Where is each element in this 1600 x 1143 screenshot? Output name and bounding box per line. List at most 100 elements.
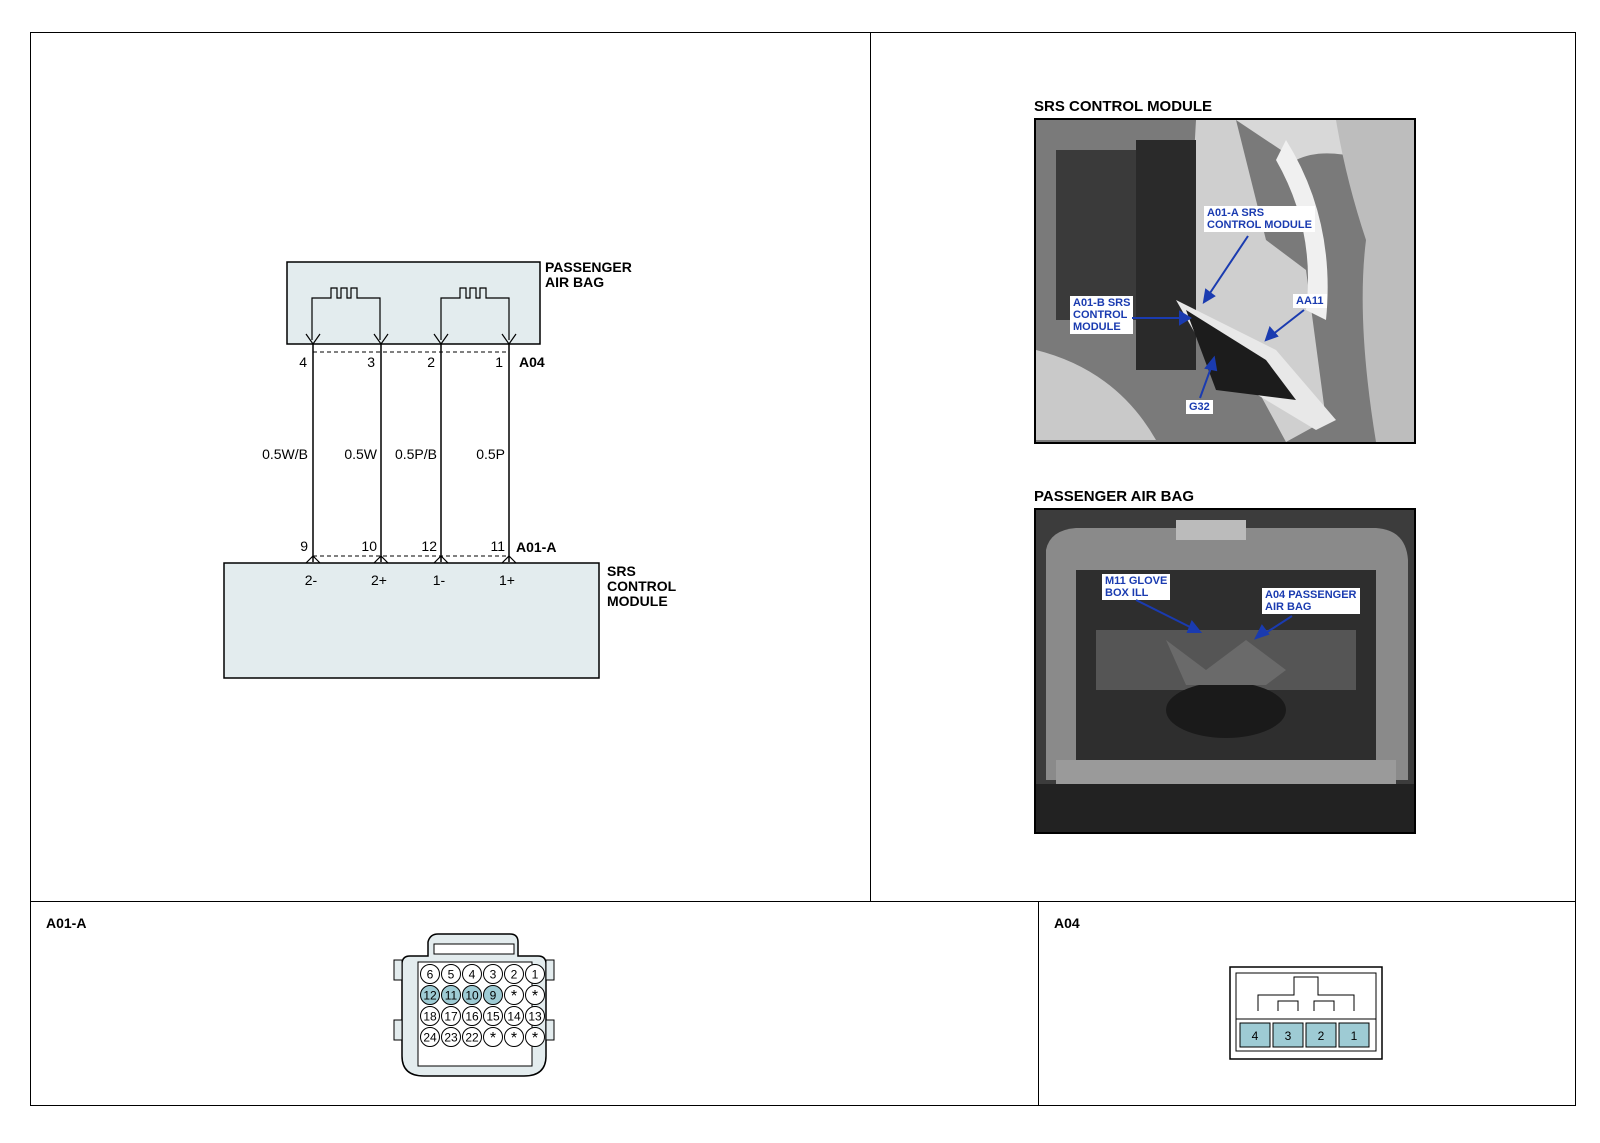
a01a-pin-label: 3	[490, 968, 497, 982]
a01a-pin-label: 22	[465, 1031, 479, 1045]
a01a-pin-label: 9	[490, 989, 497, 1003]
divider-vertical	[870, 32, 871, 901]
a01a-pin-cell	[462, 1006, 482, 1026]
callout-g32: G32	[1186, 400, 1213, 414]
squib-symbol-right	[440, 287, 510, 340]
wire-color-1: 0.5W/B	[262, 446, 308, 462]
a01a-pin-label: 15	[486, 1010, 500, 1024]
a01a-pin-label: 4	[469, 968, 476, 982]
a01a-pin-cell	[525, 985, 545, 1005]
wire-color-2: 0.5W	[344, 446, 377, 462]
a01a-pin-cell	[441, 1006, 461, 1026]
top-component-label-2: AIR BAG	[545, 274, 604, 290]
a01a-pin-label: *	[532, 988, 538, 1005]
a01a-pin-label: 24	[423, 1031, 437, 1045]
bottom-component-label-2: CONTROL	[607, 578, 677, 594]
a01a-pin-label: 13	[528, 1010, 542, 1024]
a01a-pin-cell	[483, 964, 503, 984]
signal-label-2: 2+	[371, 572, 387, 588]
a01a-pin-cell	[441, 1027, 461, 1047]
page-frame	[30, 32, 1576, 1106]
a04-pin-cell	[1338, 1022, 1370, 1048]
callout-aa11: AA11	[1293, 294, 1327, 308]
a01a-pin-label: 14	[507, 1010, 521, 1024]
a04-pin-label: 1	[1351, 1029, 1358, 1043]
a04-pin-cell	[1239, 1022, 1271, 1048]
a01a-pin-label: *	[532, 1030, 538, 1047]
bottom-pin-3: 12	[421, 538, 437, 554]
a01a-pin-label: 17	[444, 1010, 458, 1024]
bottom-pin-chevrons	[305, 555, 517, 564]
airbag-callout-arrows	[1135, 599, 1293, 640]
a01a-pin-label: 23	[444, 1031, 458, 1045]
a01a-pin-cell	[420, 1027, 440, 1047]
a01a-pin-label: 6	[427, 968, 434, 982]
bottom-pin-4: 11	[490, 538, 505, 554]
a01a-pin-cell	[441, 964, 461, 984]
a01a-pin-label: 16	[465, 1010, 479, 1024]
top-connector-id: A04	[519, 354, 545, 370]
a01a-pin-label: 1	[532, 968, 539, 982]
a04-connector-face: 4 3 2 1	[1229, 966, 1383, 1060]
wire-color-4: 0.5P	[476, 446, 505, 462]
a04-pin-cell	[1272, 1022, 1304, 1048]
a01a-pin-label: *	[490, 1030, 496, 1047]
a01a-pin-label: 10	[465, 989, 479, 1003]
a04-pin-label: 3	[1285, 1029, 1292, 1043]
a01a-pin-cell	[462, 1027, 482, 1047]
a01a-pin-cell	[525, 1006, 545, 1026]
a01a-pin-label: 12	[423, 989, 437, 1003]
srs-callout-arrows	[1132, 235, 1305, 399]
a01a-pin-cell	[504, 985, 524, 1005]
a01a-pin-label: 11	[445, 989, 458, 1003]
signal-label-3: 1-	[433, 572, 446, 588]
bottom-pin-1: 9	[300, 538, 308, 554]
wire-color-3: 0.5P/B	[395, 446, 437, 462]
a04-pin-label: 4	[1252, 1029, 1259, 1043]
a01a-pin-label: 18	[423, 1010, 437, 1024]
a01a-connector-title: A01-A	[46, 915, 87, 931]
a01a-pin-label: 5	[448, 968, 455, 982]
top-pin-2: 3	[367, 354, 375, 370]
a01a-pin-cell	[420, 985, 440, 1005]
a04-connector-title: A04	[1054, 915, 1080, 931]
a01a-pin-cell	[462, 964, 482, 984]
a01a-pin-cell	[525, 1027, 545, 1047]
top-component-label-1: PASSENGER	[545, 259, 632, 275]
divider-horizontal	[30, 901, 1576, 902]
a01a-pin-cell	[441, 985, 461, 1005]
srs-photo-title: SRS CONTROL MODULE	[1034, 98, 1213, 115]
bottom-connector-id: A01-A	[516, 539, 556, 555]
a01a-pin-label: *	[511, 1030, 517, 1047]
signal-label-1: 2-	[305, 572, 318, 588]
squib-symbol-left	[311, 287, 381, 340]
top-pin-4: 1	[495, 354, 503, 370]
a01a-pin-cell	[504, 1006, 524, 1026]
a01a-pin-cell	[483, 1027, 503, 1047]
signal-label-4: 1+	[499, 572, 515, 588]
divider-vertical-bottom	[1038, 901, 1039, 1106]
a01a-pin-cell	[462, 985, 482, 1005]
bottom-component-label-1: SRS	[607, 563, 636, 579]
wires	[312, 344, 510, 562]
a04-pin-label: 2	[1318, 1029, 1325, 1043]
bottom-component-label-3: MODULE	[607, 593, 668, 609]
airbag-photo-title: PASSENGER AIR BAG	[1034, 488, 1195, 505]
top-pin-3: 2	[427, 354, 435, 370]
a01a-pin-cell	[420, 964, 440, 984]
a01a-pin-cell	[420, 1006, 440, 1026]
bottom-pin-2: 10	[361, 538, 377, 554]
a04-pin-cell	[1305, 1022, 1337, 1048]
a01a-pin-cell	[525, 964, 545, 984]
a01a-pin-label: 2	[511, 968, 518, 982]
wiring-schematic: PASSENGER AIR BAG A04 4 3 2 1 0.5W/B 0.5…	[223, 259, 677, 679]
a01a-pin-cell	[483, 1006, 503, 1026]
a01a-pin-label: *	[511, 988, 517, 1005]
